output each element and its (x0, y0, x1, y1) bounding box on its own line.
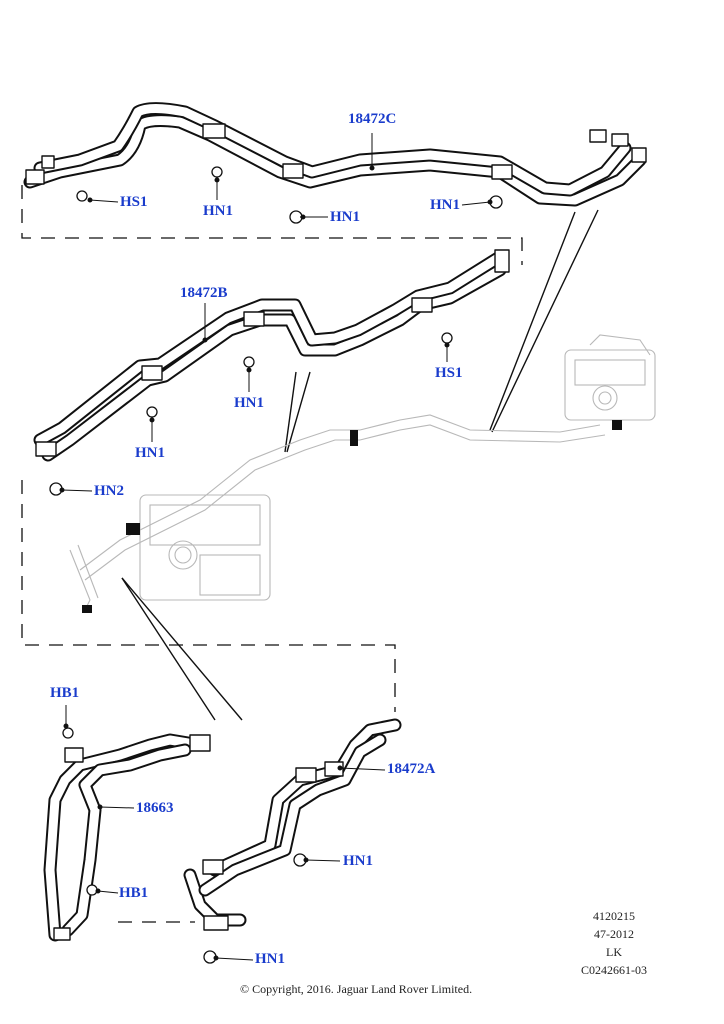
callout-leaders-middle (59, 303, 450, 493)
fasteners-bottom-right (203, 853, 307, 964)
callout-leaders-bottom-right (213, 765, 386, 961)
hose-18472b (33, 249, 510, 462)
callout-hn1-mid-a: HN1 (234, 395, 264, 411)
callout-hn1-top-c: HN1 (430, 197, 460, 213)
reference-line-4: C0242661-03 (581, 963, 647, 977)
callout-hn1-bottom-b: HN1 (255, 951, 285, 967)
fasteners-top (76, 166, 503, 224)
callout-hn1-bottom-a: HN1 (343, 853, 373, 869)
ghost-hvac-system (69, 334, 656, 611)
copyright-notice: © Copyright, 2016. Jaguar Land Rover Lim… (240, 982, 473, 996)
callout-hn1-mid-b: HN1 (135, 445, 165, 461)
callout-hs1-top: HS1 (120, 194, 148, 210)
reference-line-3: LK (606, 945, 622, 959)
fasteners-middle (49, 332, 453, 496)
callout-hb1-top: HB1 (50, 685, 80, 701)
callout-leaders-top (87, 133, 493, 220)
ghost-clamps (82, 420, 622, 613)
hose-18472c (23, 102, 647, 207)
callout-hb1-bottom: HB1 (119, 885, 149, 901)
callout-hs1-middle: HS1 (435, 365, 463, 381)
callout-leaders-bottom-left (63, 705, 135, 894)
leader-lines (121, 209, 599, 721)
callout-hn2: HN2 (94, 483, 124, 499)
callout-18472c: 18472C (348, 111, 397, 127)
hose-18472a (183, 718, 402, 931)
group-boundaries (21, 185, 523, 923)
callout-hn1-top-b: HN1 (330, 209, 360, 225)
callout-18472b: 18472B (180, 285, 228, 301)
callout-hn1-top-a: HN1 (203, 203, 233, 219)
reference-line-2: 47-2012 (594, 927, 634, 941)
hose-18663 (43, 733, 211, 942)
callout-18472a: 18472A (387, 761, 436, 777)
reference-line-1: 4120215 (593, 909, 635, 923)
fasteners-bottom-left (62, 727, 98, 896)
callout-18663: 18663 (136, 800, 174, 816)
